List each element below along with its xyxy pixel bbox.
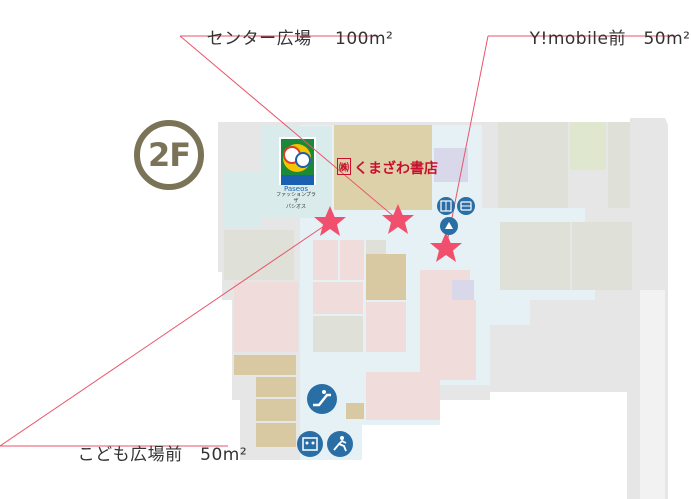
star-marker-kodomo[interactable] [314, 206, 346, 236]
callout-center-name: センター広場 [206, 29, 312, 49]
right-strip [640, 290, 665, 499]
tenant-tan-1 [234, 355, 296, 375]
leader-line-center-diag [179, 35, 399, 221]
nursing-room-icon [440, 217, 458, 235]
floor-map: 2F ㈱くまざわ書店 Paseos ファッションプラザ パシオス センター広場 … [0, 9, 690, 499]
tenant-pink-big [366, 270, 476, 420]
leader-line-ymobile-diag [445, 35, 489, 249]
callout-kodomo-name: こども広場前 [77, 445, 183, 465]
callout-ymobile: Y!mobile前 50m² [506, 9, 691, 69]
bookstore-mark: ㈱ [337, 158, 351, 175]
paseos-logo-text: Paseos [283, 185, 309, 193]
callout-center-unit: m² [368, 29, 394, 49]
tenant-gray-c5 [313, 316, 363, 352]
escalator-icon [307, 384, 337, 414]
callout-kodomo: こども広場前 50m² [54, 425, 247, 485]
tenant-tan-small [346, 403, 364, 419]
callout-kodomo-unit: m² [222, 445, 248, 465]
paseos-sub-2: パシオス [285, 204, 306, 210]
callout-kodomo-area: 50 [200, 445, 223, 465]
callout-center-area: 100 [335, 29, 369, 49]
bookstore-name: くまざわ書店 [354, 161, 438, 177]
tenant-gray-left [224, 230, 294, 280]
tenant-gray-top1 [498, 122, 568, 208]
callout-ymobile-name: Y!mobile前 [529, 29, 626, 49]
paseos-subtext: Paseos ファッションプラザ パシオス [276, 185, 316, 211]
callout-center: センター広場 100m² [183, 9, 393, 69]
tenant-tan-2 [256, 377, 296, 397]
callout-ymobile-area: 50 [643, 29, 667, 49]
tenant-left-teal [224, 172, 262, 228]
paseos-sub-1: ファッションプラザ [276, 192, 316, 204]
map-svg [0, 35, 676, 499]
floor-badge: 2F [134, 120, 204, 190]
tenant-gray-right-mid2 [572, 222, 632, 290]
bookstore-label: ㈱くまざわ書店 [337, 158, 438, 178]
tenant-pink-c4 [313, 282, 363, 314]
tenant-pink-left [234, 282, 298, 352]
emergency-exit-icon [327, 431, 353, 457]
leader-line-kodomo-diag [0, 221, 331, 447]
tenant-pink-c7 [366, 302, 406, 352]
elevator-icon [437, 197, 455, 215]
callout-ymobile-unit: m² [666, 29, 691, 49]
tenant-tan-3 [256, 399, 296, 421]
star-marker-center[interactable] [382, 204, 414, 234]
tenant-gray-right-mid [500, 222, 570, 290]
restroom-icon [457, 197, 475, 215]
tenant-pink-c1 [313, 240, 338, 280]
tenant-lavender-2 [452, 280, 474, 300]
tenant-tan-4 [256, 423, 296, 447]
star-marker-ymobile[interactable] [430, 232, 462, 262]
tenant-tan-c6 [366, 254, 406, 300]
elevator-icon-bottom [297, 431, 323, 457]
tenant-green-top [570, 122, 606, 170]
tenant-gray-top2 [608, 122, 630, 208]
tenant-pink-c2 [340, 240, 364, 280]
